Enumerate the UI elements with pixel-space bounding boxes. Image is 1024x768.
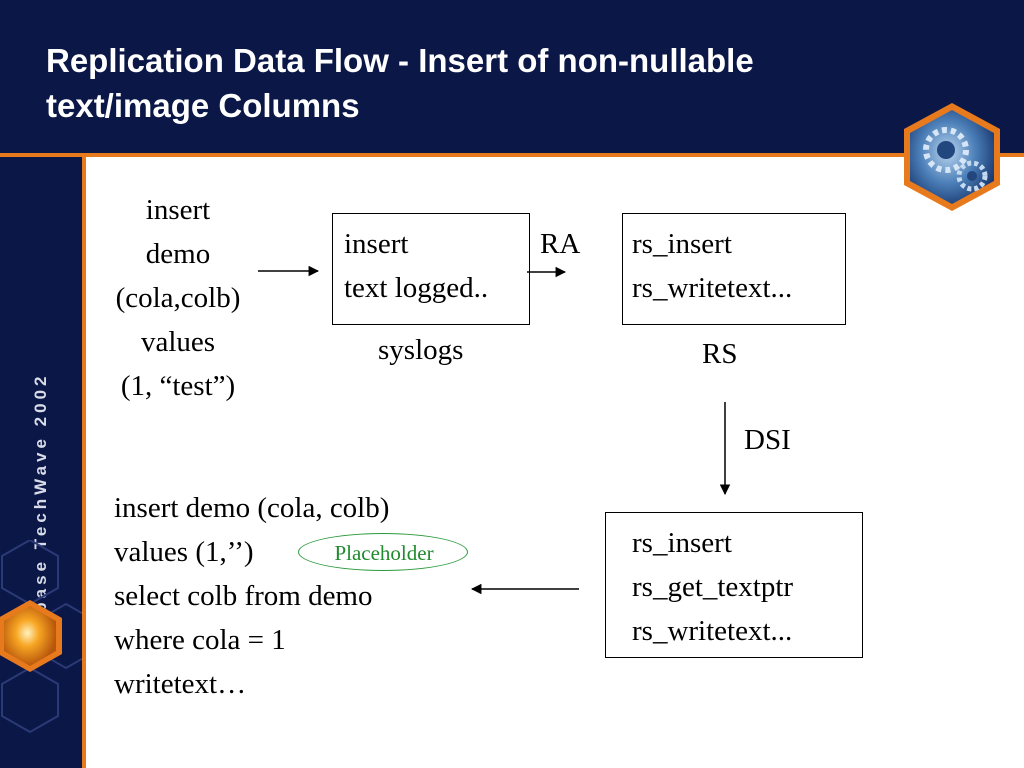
dsi-box-line: rs_writetext...	[632, 615, 793, 647]
dsi-box-line: rs_get_textptr	[632, 571, 794, 603]
target-sql-line: values (1,’’)	[114, 536, 254, 568]
rs-box-line: rs_insert	[632, 228, 732, 260]
dsi-box	[605, 512, 863, 658]
target-sql-line: where cola = 1	[114, 624, 286, 656]
header-accent-line	[0, 153, 1024, 157]
ra-label: RA	[540, 228, 581, 260]
target-sql-line: select colb from demo	[114, 580, 373, 612]
sidebar-hexagon-art-icon	[0, 540, 82, 734]
syslogs-box-line: text logged..	[344, 272, 489, 304]
rs-box-line: rs_writetext...	[632, 272, 793, 304]
sidebar-accent-line	[82, 157, 86, 768]
source-sql-line: (cola,colb)	[115, 282, 241, 314]
syslogs-box-line: insert	[344, 228, 409, 260]
slide-title: Replication Data Flow - Insert of non-nu…	[46, 42, 754, 124]
slide-header	[0, 0, 1024, 153]
rs-box	[622, 213, 846, 325]
target-sql-line: insert demo (cola, colb)	[114, 492, 390, 524]
placeholder-label: Placeholder	[334, 541, 434, 565]
syslogs-caption: syslogs	[378, 334, 464, 366]
placeholder-callout: Placeholder	[298, 533, 468, 571]
source-sql-line: values	[140, 326, 216, 358]
source-sql-line: insert	[145, 194, 211, 226]
target-sql-line: writetext…	[114, 668, 247, 700]
techwave-logo-icon	[904, 103, 1000, 211]
source-sql-line: demo	[145, 238, 211, 270]
source-sql-line: (1, “test”)	[120, 370, 236, 402]
dsi-label: DSI	[744, 424, 791, 456]
dsi-box-line: rs_insert	[632, 527, 732, 559]
syslogs-box	[332, 213, 530, 325]
rs-caption: RS	[702, 338, 738, 370]
